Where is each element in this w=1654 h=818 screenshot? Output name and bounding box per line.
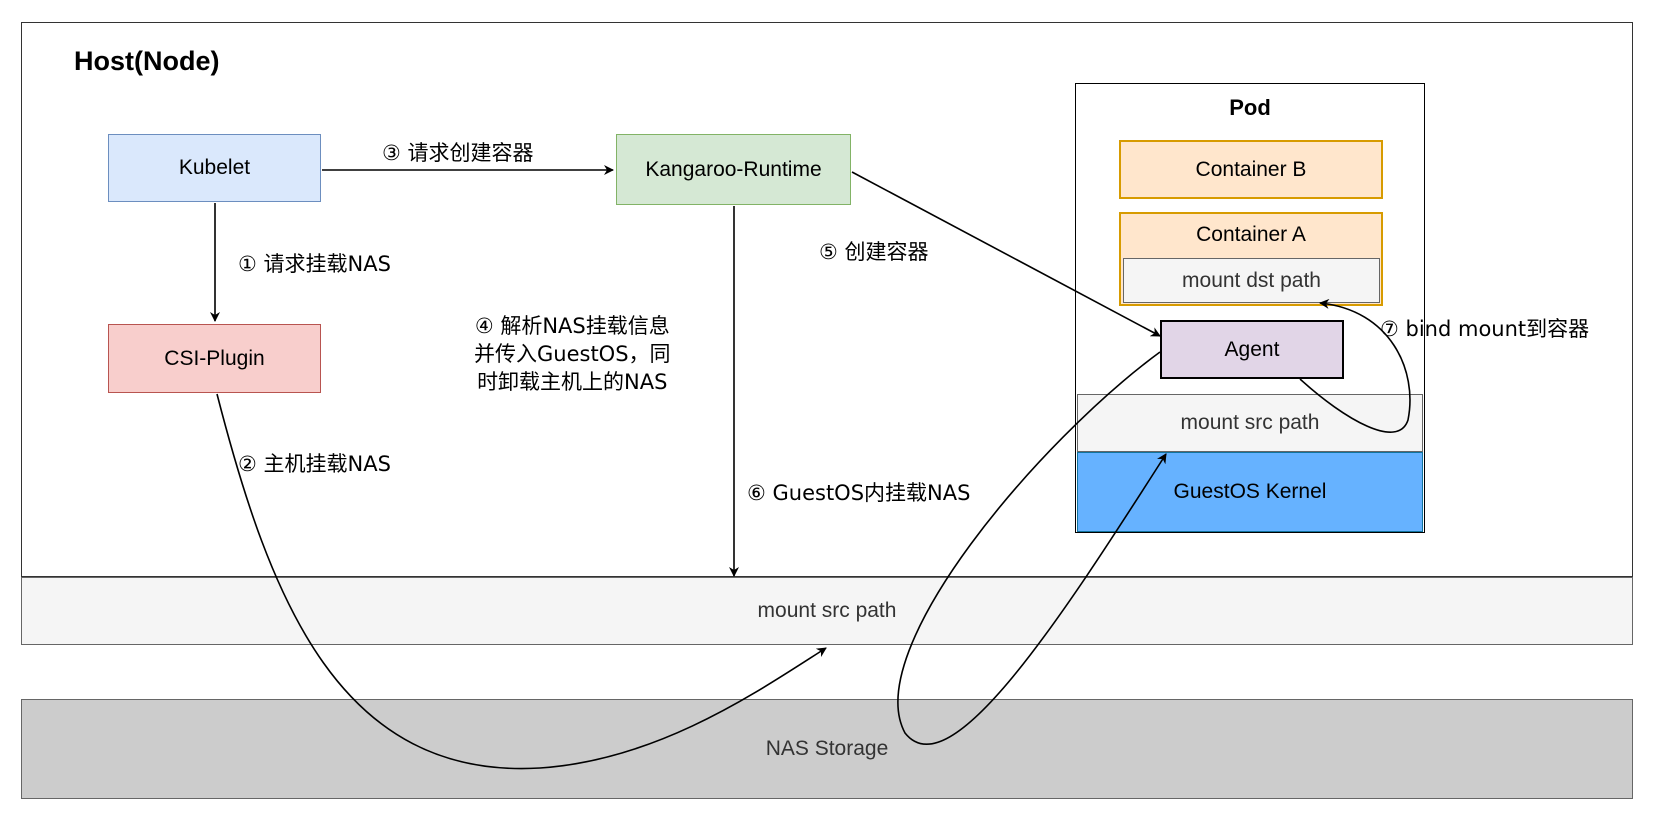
pod-mount-src-path-node: mount src path: [1077, 394, 1423, 452]
csi-plugin-node: CSI-Plugin: [108, 324, 321, 393]
step-7-label: ⑦ bind mount到容器: [1380, 317, 1590, 341]
kubelet-node: Kubelet: [108, 134, 321, 202]
pod-title: Pod: [1229, 95, 1271, 120]
step-5-label: ⑤ 创建容器: [819, 240, 929, 264]
step-6-label: ⑥ GuestOS内挂载NAS: [747, 481, 971, 505]
step-2-label: ② 主机挂载NAS: [238, 452, 391, 476]
step-1-label: ① 请求挂载NAS: [238, 252, 391, 276]
step-4-label: ④ 解析NAS挂载信息 并传入GuestOS，同 时卸载主机上的NAS: [474, 312, 671, 396]
step-4-line-3: 时卸载主机上的NAS: [477, 370, 668, 394]
kangaroo-runtime-node: Kangaroo-Runtime: [616, 134, 851, 205]
agent-node: Agent: [1160, 320, 1344, 379]
guestos-kernel-node: GuestOS Kernel: [1077, 452, 1423, 532]
host-mount-src-path: mount src path: [21, 577, 1633, 645]
mount-dst-path-node: mount dst path: [1123, 258, 1380, 303]
step-3-label: ③ 请求创建容器: [382, 141, 534, 165]
step-4-line-1: ④ 解析NAS挂载信息: [474, 314, 670, 338]
step-4-line-2: 并传入GuestOS，同: [474, 342, 671, 366]
host-node-title: Host(Node): [74, 46, 220, 76]
container-b-node: Container B: [1119, 140, 1383, 199]
nas-storage: NAS Storage: [21, 699, 1633, 799]
